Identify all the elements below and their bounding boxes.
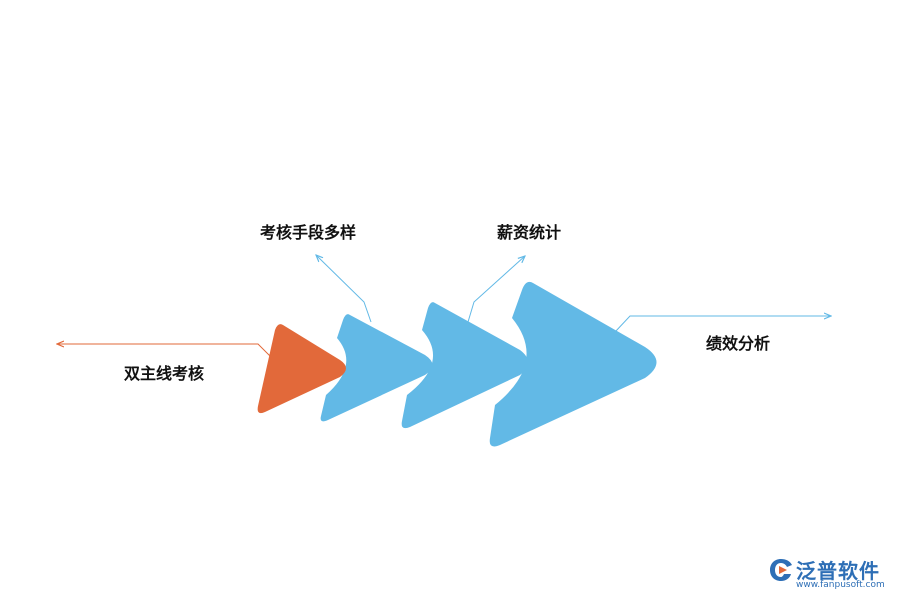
stage-1-label: 双主线考核 [124,364,205,383]
connector-stage-2 [316,255,372,323]
stage-2-chevron [320,314,433,422]
fanpu-logo-icon [770,559,792,581]
logo-name: 泛普软件 [796,559,880,583]
brand-logo: 泛普软件 www.fanpusoft.com [768,555,896,595]
connector-stage-4 [614,316,831,333]
logo-url: www.fanpusoft.com [796,580,885,590]
connector-stage-1 [57,344,271,357]
stage-1-triangle [257,324,346,414]
stage-4-label: 绩效分析 [706,334,771,353]
stage-3-label: 薪资统计 [497,223,562,242]
stage-3-chevron [401,302,528,429]
stage-2-label: 考核手段多样 [260,223,357,242]
stage-4-chevron [489,281,657,447]
connector-stage-3 [467,256,525,323]
